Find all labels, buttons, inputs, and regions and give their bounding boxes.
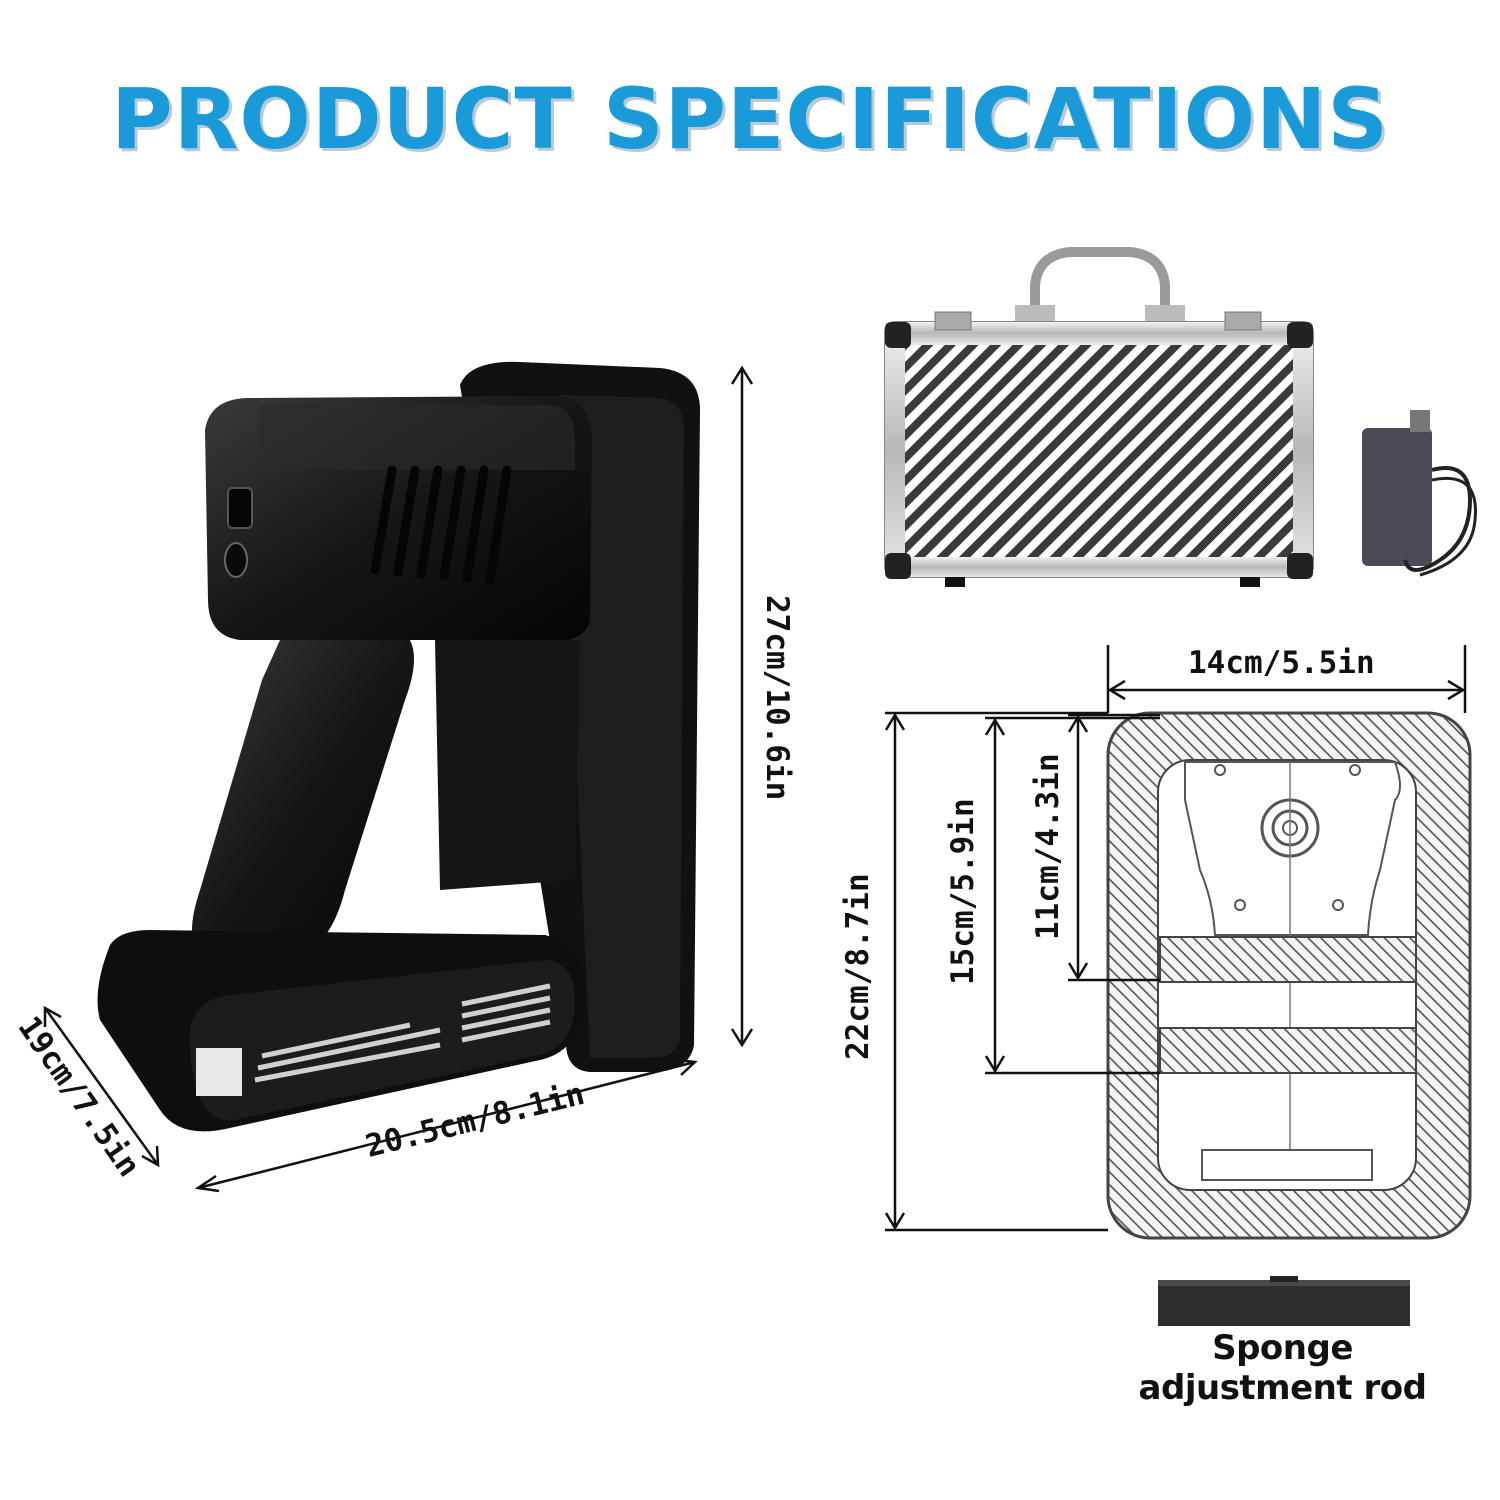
case-inner-height-label: 15cm/5.9in xyxy=(945,798,981,985)
case-width-label: 14cm/5.5in xyxy=(1188,645,1375,681)
sponge-adjustment-rod-image xyxy=(1158,1276,1410,1326)
sponge-rod-caption: Sponge adjustment rod xyxy=(1138,1328,1427,1408)
tool-height-label: 27cm/10.6in xyxy=(759,595,795,801)
case-outer-height-label: 22cm/8.7in xyxy=(840,873,876,1060)
case-slot-height-label: 11cm/4.3in xyxy=(1030,753,1066,940)
handheld-tool-image xyxy=(97,361,700,1132)
tool-dimension-arrows xyxy=(43,365,754,1193)
case-interior-diagram xyxy=(1106,711,1472,1240)
carrying-case-image xyxy=(884,247,1314,587)
case-dimension-arrows xyxy=(884,645,1467,1232)
charger-adapter-image xyxy=(1362,410,1477,577)
page-title: PRODUCT SPECIFICATIONS xyxy=(111,70,1389,168)
